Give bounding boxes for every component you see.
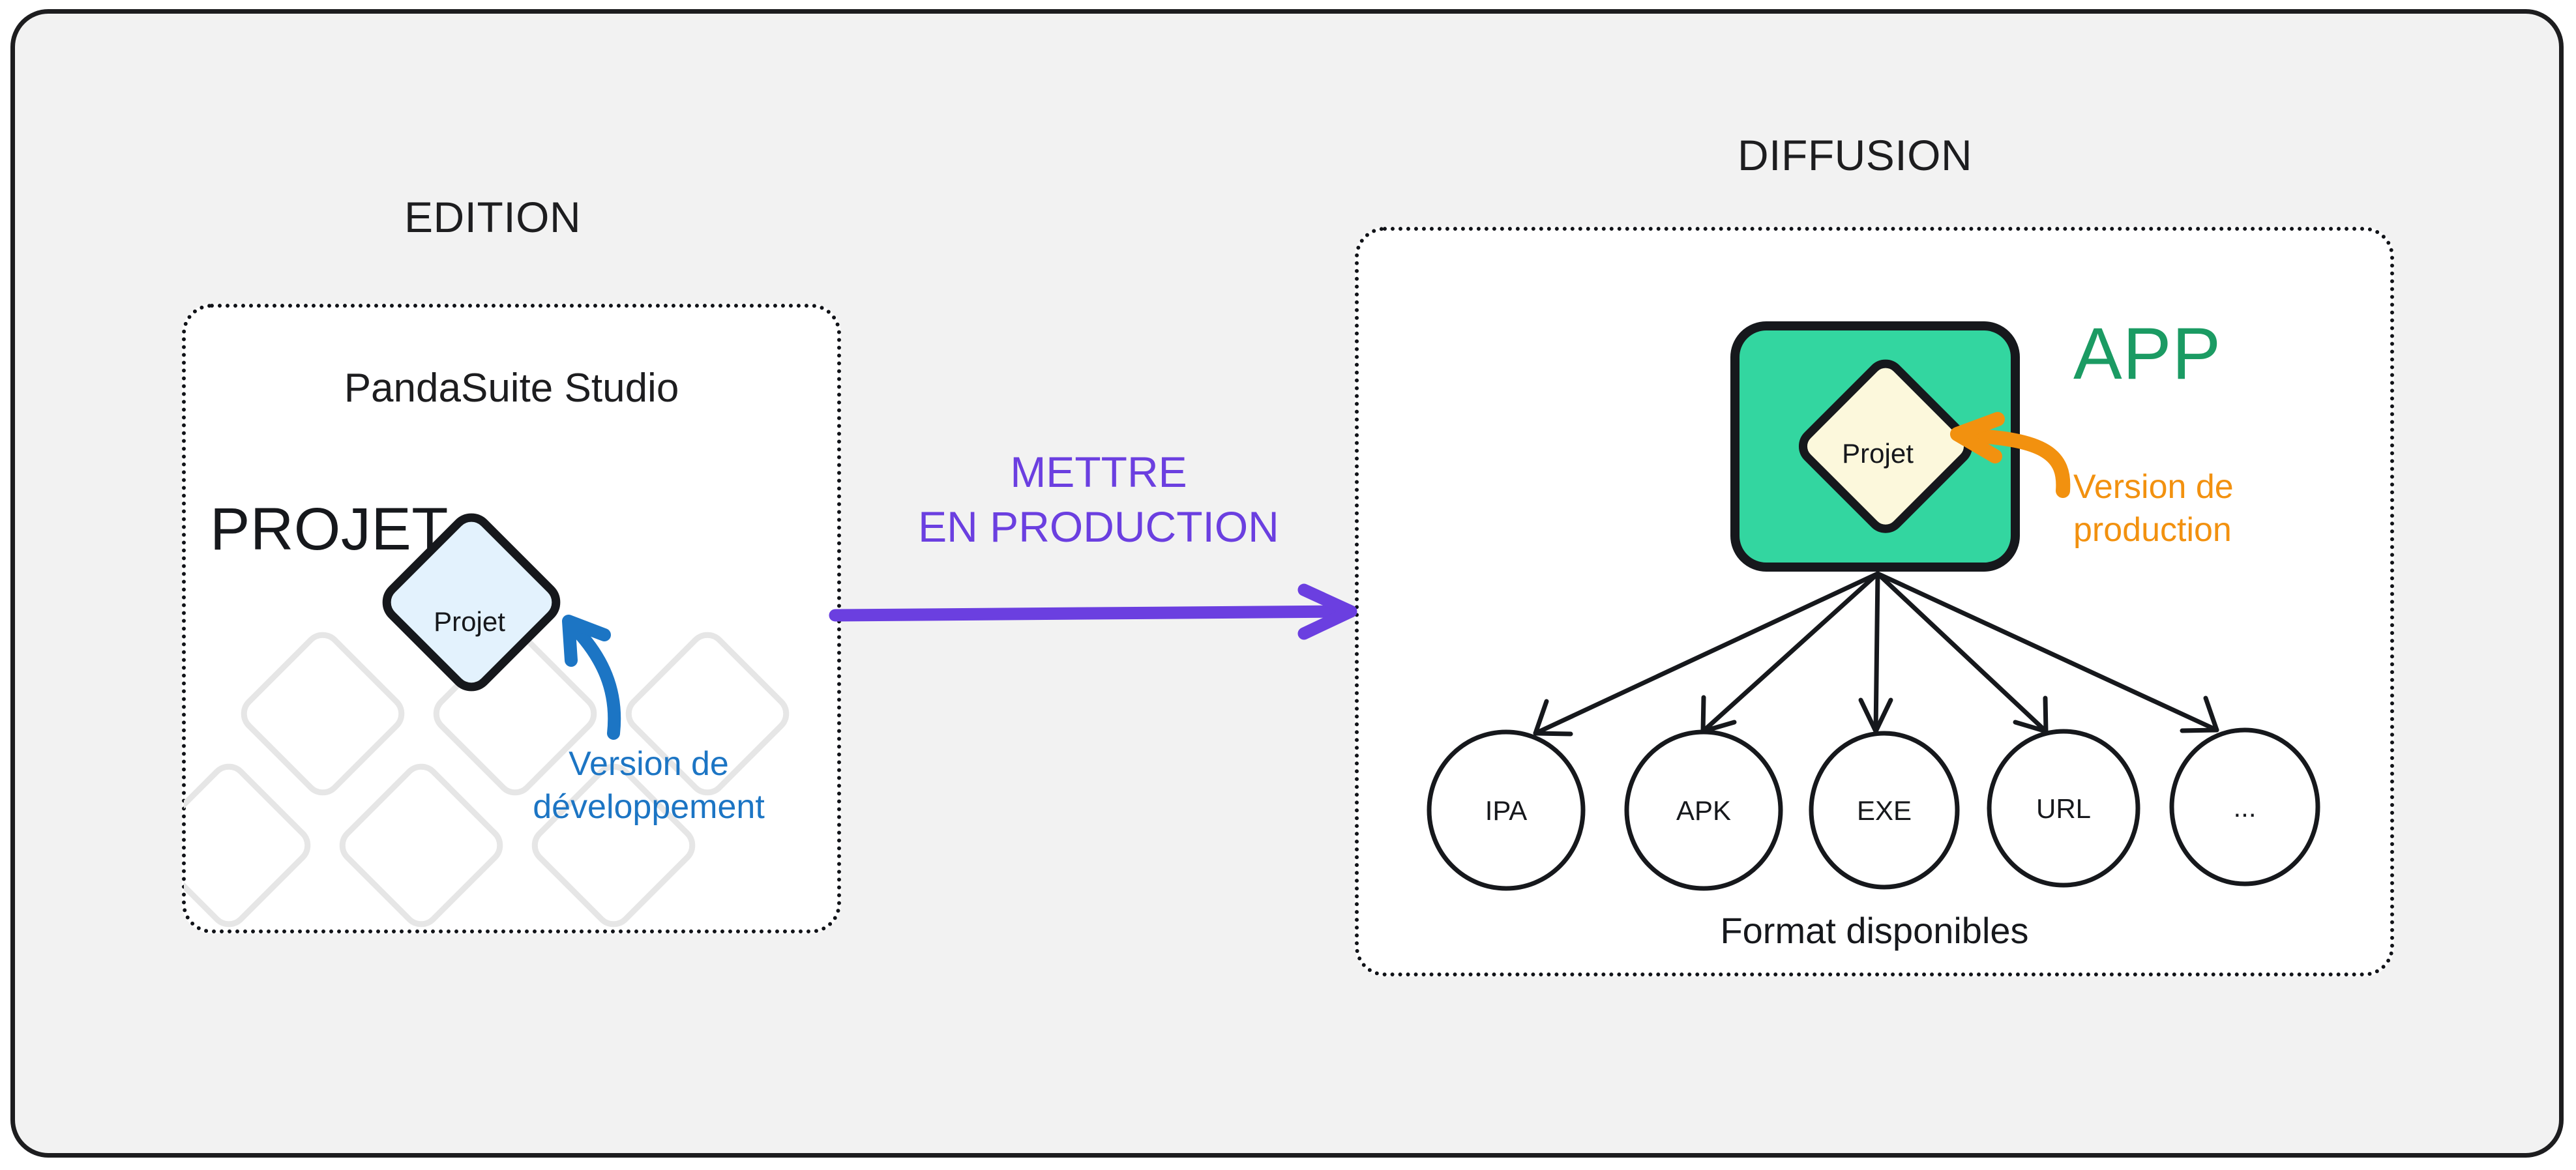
projet-diamond-dev-label: Projet <box>434 606 505 637</box>
formats-caption: Format disponibles <box>1720 910 2029 951</box>
studio-title: PandaSuite Studio <box>344 366 679 411</box>
diffusion-panel <box>1355 227 2394 976</box>
app-label: APP <box>2073 313 2222 394</box>
section-caption-edition: EDITION <box>404 193 582 241</box>
projet-diamond-prod-label: Projet <box>1842 438 1914 469</box>
format-label-ipa: IPA <box>1485 795 1528 826</box>
dev-version-annotation-label: Version de développement <box>533 745 765 826</box>
section-caption-diffusion: DIFFUSION <box>1738 131 1973 179</box>
format-label-url: URL <box>2036 793 2092 824</box>
prod-version-annotation-label: Version de production <box>2073 468 2234 549</box>
format-label-apk: APK <box>1676 795 1732 826</box>
format-label-exe: EXE <box>1856 795 1912 826</box>
projet-heading: PROJET <box>210 496 449 563</box>
mettre-en-production-label: METTRE EN PRODUCTION <box>918 448 1279 551</box>
format-label-other: ... <box>2233 792 2257 823</box>
